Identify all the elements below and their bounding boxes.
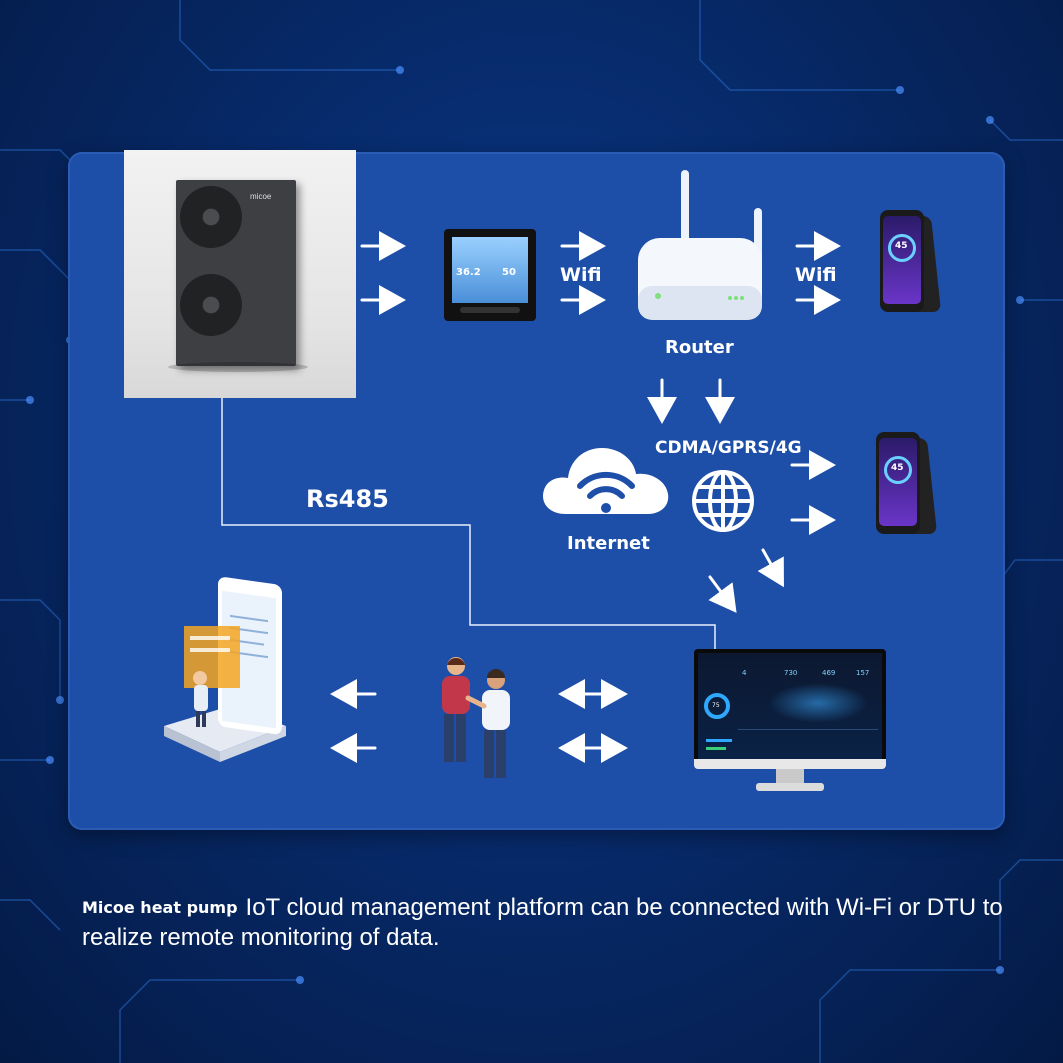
tablet-report-image [164,577,286,762]
monitor-dashboard-image: 4 730 469 157 75 [694,649,886,795]
monitor-stat-2: 730 [784,669,798,677]
router-image [638,170,762,320]
cdma-label: CDMA/GPRS/4G [655,438,802,458]
thermostat-image: 36.2 50 [444,229,536,321]
rs485-label: Rs485 [306,485,389,513]
wifi-label-1: Wifi [560,264,602,286]
phone-top: 45 [880,210,942,314]
phone-top-reading: 45 [895,241,908,251]
monitor-stat-4: 157 [856,669,870,677]
people-handshake-image [442,657,510,778]
cloud-wifi-icon [542,448,669,514]
monitor-stat-3: 469 [822,669,836,677]
thermostat-temp-right: 50 [502,267,516,278]
phone-bottom-reading: 45 [891,463,904,473]
heat-pump-brand: micoe [250,192,272,201]
caption-brand: Micoe heat pump [82,898,238,917]
caption-text: IoT cloud management platform can be con… [82,894,1003,951]
internet-label: Internet [567,533,650,554]
thermostat-temp-left: 36.2 [456,267,481,278]
rs485-line [221,398,716,650]
router-label: Router [665,337,734,358]
heat-pump-image: micoe [124,150,356,398]
phone-bottom: 45 [876,432,938,536]
monitor-stat-1: 4 [742,669,747,677]
wifi-label-2: Wifi [795,264,837,286]
monitor-gauge-value: 75 [712,702,720,709]
globe-icon [692,470,754,532]
